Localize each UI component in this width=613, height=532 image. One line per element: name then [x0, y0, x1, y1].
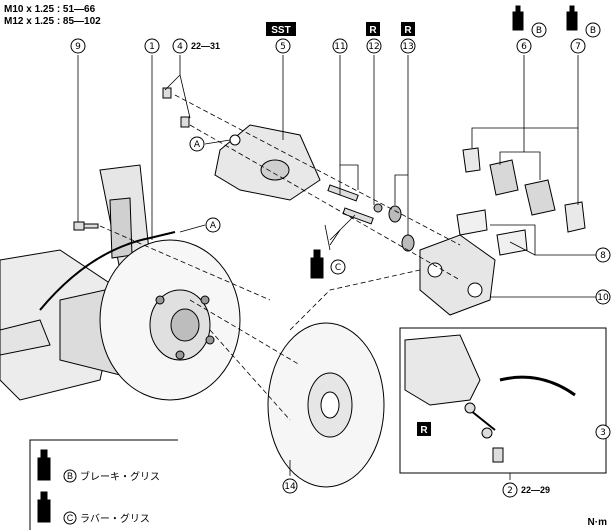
suspension-hub-assembly: [0, 164, 241, 401]
boots-12-13: [373, 203, 415, 252]
callout-circles: [70, 22, 611, 498]
callout-2: 2: [507, 486, 513, 496]
r-tag-12: R: [369, 25, 377, 36]
callout-a-cable: A: [210, 221, 217, 231]
callout-11: 11: [334, 42, 345, 52]
torque-m10: M10 x 1.25 : 51—66: [4, 4, 96, 15]
grease-tube-icons: [37, 5, 578, 523]
torque-2: 22—29: [521, 485, 550, 495]
bolts-4: [162, 87, 190, 128]
tags: SST R R R: [266, 22, 431, 436]
torque-header: M10 x 1.25 : 51—66 M12 x 1.25 : 85—102: [4, 4, 101, 28]
torque-values: 22—31 22—29: [191, 41, 550, 495]
caliper-5: [214, 124, 321, 201]
legend-frame: [29, 439, 178, 530]
callout-numbers: 1 4 9 5 11 12 13 6 7 8 10 3 2 14 A A B B…: [75, 26, 609, 496]
r-tag-inset: R: [420, 425, 428, 436]
pad-clips-8: [456, 209, 528, 256]
torque-m12: M12 x 1.25 : 85—102: [4, 16, 101, 27]
callout-b-7: B: [590, 26, 596, 36]
r-tag-13: R: [404, 25, 412, 36]
callout-8: 8: [600, 251, 606, 261]
callout-3: 3: [600, 428, 606, 438]
legend: B ブレーキ・グリス C ラバー・グリス: [67, 470, 160, 525]
callout-6: 6: [521, 42, 527, 52]
legend-c-letter: C: [67, 513, 74, 523]
guide-pins-11: [327, 184, 374, 225]
callout-14: 14: [284, 482, 296, 492]
brake-pads-6-7: [462, 147, 586, 233]
callout-c: C: [335, 263, 341, 273]
callout-12: 12: [368, 42, 379, 52]
callout-4: 4: [177, 42, 183, 52]
legend-b-letter: B: [67, 471, 73, 481]
torque-4: 22—31: [191, 41, 220, 51]
brake-disc-14: [267, 322, 385, 488]
callout-b-6: B: [536, 26, 542, 36]
assembly-lines: [99, 94, 461, 421]
legend-b-text: ブレーキ・グリス: [80, 470, 160, 483]
callout-5: 5: [280, 42, 286, 52]
caliper-bracket-10: [419, 234, 496, 316]
callout-7: 7: [575, 42, 581, 52]
callout-13: 13: [402, 42, 413, 52]
callout-9: 9: [75, 42, 81, 52]
bolt-9: [73, 221, 99, 231]
legend-c-text: ラバー・グリス: [80, 512, 150, 525]
callout-1: 1: [149, 42, 155, 52]
callout-a-caliper: A: [194, 140, 201, 150]
sst-tag: SST: [271, 25, 290, 36]
unit-label: N·m: [587, 517, 607, 528]
inset-detail: [399, 327, 607, 474]
parking-brake-cable: [39, 231, 176, 311]
callout-10: 10: [597, 293, 609, 303]
